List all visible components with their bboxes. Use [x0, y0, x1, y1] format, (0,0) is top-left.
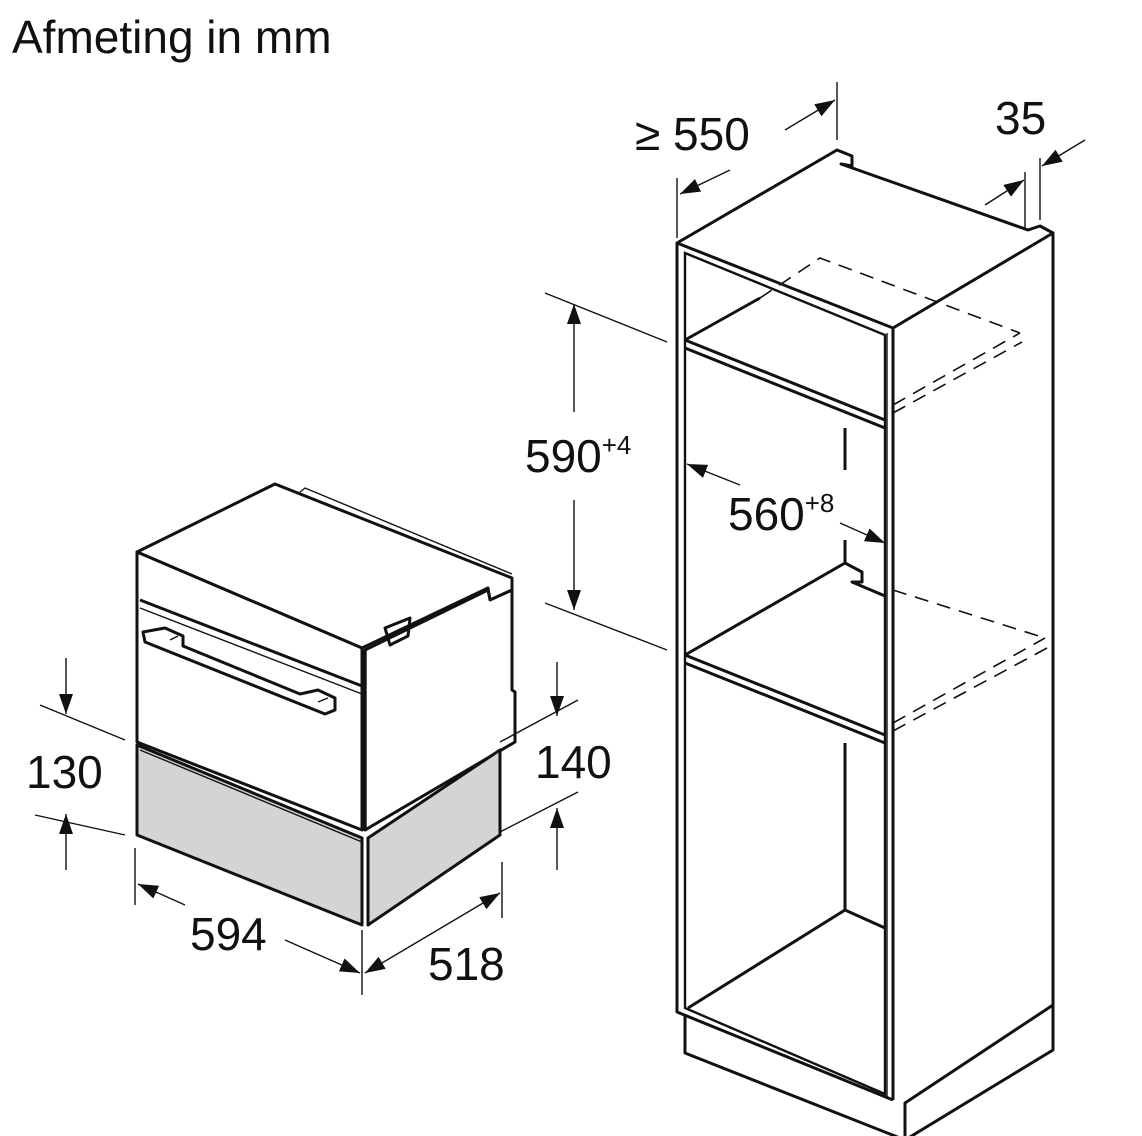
depth-arrow-icon: [364, 892, 501, 974]
oven-side-face: [363, 588, 517, 832]
middle-shelf: [684, 561, 886, 745]
arrow-right-icon: [839, 522, 886, 544]
cabinet-top: [675, 148, 1055, 330]
drawer-front: [135, 743, 364, 927]
lower-compartment: [687, 743, 886, 1010]
door-handle-detail: [169, 635, 329, 703]
ext-line: [499, 699, 579, 743]
upper-shelf: [684, 296, 886, 430]
arrow-left-icon: [679, 169, 731, 195]
niche-height-label: 590+4: [525, 430, 631, 482]
width-label: 594: [190, 908, 267, 960]
depth-label: 518: [428, 938, 505, 990]
hidden-line-lower: [892, 589, 1048, 732]
oven-to-drawer-height-label: 140: [535, 736, 612, 788]
arrow-left-icon: [137, 883, 186, 906]
drawer-height-label: 130: [26, 746, 103, 798]
diagram-title: Afmeting in mm: [12, 11, 332, 63]
niche-width-value: 560: [728, 488, 805, 540]
rear-gap-label: 35: [995, 92, 1046, 144]
cabinet-side: [891, 233, 1055, 1100]
arrow-right-icon: [784, 99, 836, 131]
arrow-right-icon: [984, 179, 1025, 206]
ext-line: [544, 292, 668, 343]
side-handle-recess: [383, 616, 412, 647]
niche-width-label: 560+8: [728, 488, 834, 540]
ext-line: [499, 791, 579, 833]
tall-cabinet: [675, 148, 1055, 1136]
niche-height-tolerance: +4: [602, 430, 632, 460]
door-handle: [141, 626, 337, 716]
arrow-right-icon: [284, 939, 361, 974]
ext-line: [39, 704, 126, 741]
arrow-left-icon: [686, 463, 741, 486]
oven-dimensions: 130 140 594 518: [26, 658, 612, 995]
drawer-edge: [139, 749, 363, 843]
hidden-line-upper: [759, 257, 1023, 414]
cabinet-front-outer: [675, 243, 894, 1102]
oven-top-rail: [299, 487, 513, 575]
niche-width-tolerance: +8: [805, 488, 835, 518]
cabinet-front-inner: [683, 251, 887, 1096]
oven-with-warming-drawer: [135, 482, 517, 927]
control-strip-line: [139, 598, 363, 688]
arrow-left-icon: [1041, 139, 1086, 167]
ext-line: [544, 602, 668, 651]
ext-line: [34, 814, 126, 836]
niche-height-value: 590: [525, 430, 602, 482]
cabinet-plinth: [683, 1003, 1055, 1136]
cabinet-dimensions: ≥ 550 35 590+4 560+8: [525, 82, 1086, 651]
door-top-line: [139, 607, 363, 695]
min-depth-label: ≥ 550: [635, 108, 750, 160]
